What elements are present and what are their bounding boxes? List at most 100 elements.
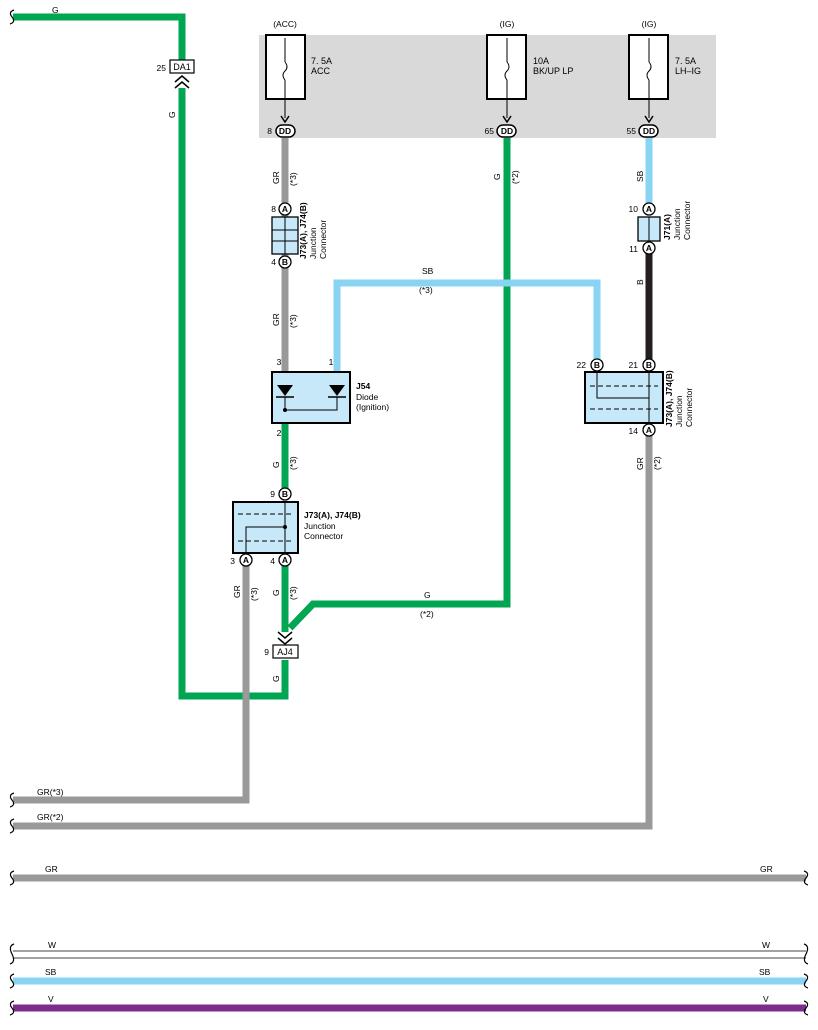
svg-text:W: W <box>762 940 770 950</box>
junction-mid-name: J73(A), J74(B) <box>304 510 361 520</box>
wire-labels: G G GR (*3) G (*2) SB B SB (*3) GR (*3) … <box>37 5 773 1004</box>
svg-text:GR(*3): GR(*3) <box>37 787 64 797</box>
svg-text:B: B <box>282 489 288 499</box>
svg-text:(*3): (*3) <box>288 172 298 186</box>
connector-da1-pin: 25 <box>157 63 167 73</box>
wire-g-da1-down <box>178 88 289 700</box>
svg-text:G: G <box>271 589 281 596</box>
fuse-lhig-name: LH–IG <box>675 66 701 76</box>
svg-text:Connector: Connector <box>684 388 694 427</box>
svg-text:Junction: Junction <box>674 395 684 427</box>
fuse-bkup-connector: DD <box>501 126 513 136</box>
svg-text:GR: GR <box>635 457 645 470</box>
fuse-bkup: (IG) 10A BK/UP LP 65 DD <box>485 19 573 138</box>
diode-j54-name: J54 <box>356 381 370 391</box>
svg-text:G: G <box>167 111 177 118</box>
svg-text:9: 9 <box>270 489 275 499</box>
svg-text:B: B <box>594 360 600 370</box>
svg-text:(*3): (*3) <box>288 456 298 470</box>
fuse-bkup-name: BK/UP LP <box>533 66 573 76</box>
svg-text:G: G <box>271 461 281 468</box>
svg-text:G: G <box>52 5 59 15</box>
wire-gr-right <box>13 436 653 830</box>
svg-text:GR(*2): GR(*2) <box>37 812 64 822</box>
svg-text:A: A <box>646 243 652 253</box>
fuse-acc-pin: 8 <box>267 126 272 136</box>
svg-text:11: 11 <box>629 244 638 254</box>
wire-break-marks <box>9 9 809 1016</box>
svg-text:Connector: Connector <box>304 531 343 541</box>
svg-text:W: W <box>48 940 56 950</box>
svg-text:B: B <box>282 257 288 267</box>
svg-text:B: B <box>646 360 652 370</box>
svg-text:(*2): (*2) <box>510 170 520 184</box>
svg-text:A: A <box>646 204 652 214</box>
connector-da1-id: DA1 <box>173 62 191 72</box>
svg-text:G: G <box>271 675 281 682</box>
svg-text:GR: GR <box>760 864 773 874</box>
fuse-lhig-pin: 55 <box>627 126 637 136</box>
wire-gr-mid <box>13 566 250 804</box>
junction-connector-right: 22 B 21 B 14 A J73(A), J74(B) Junction C… <box>577 358 694 437</box>
svg-text:(Ignition): (Ignition) <box>356 402 389 412</box>
svg-text:A: A <box>282 555 288 565</box>
fuse-bkup-pin: 65 <box>485 126 495 136</box>
svg-text:Junction: Junction <box>308 227 318 259</box>
svg-text:GR: GR <box>45 864 58 874</box>
fuse-lhig: (IG) 7. 5A LH–IG 55 DD <box>627 19 701 138</box>
svg-text:Diode: Diode <box>356 392 378 402</box>
fuse-bkup-supply: (IG) <box>500 19 515 29</box>
wire-sb-loop <box>333 279 601 372</box>
svg-text:2: 2 <box>277 428 282 438</box>
svg-text:14: 14 <box>629 426 639 436</box>
fuse-bkup-rating: 10A <box>533 56 549 66</box>
fuse-acc-connector: DD <box>279 126 291 136</box>
svg-text:SB: SB <box>635 170 645 182</box>
svg-text:SB: SB <box>45 967 57 977</box>
fuse-acc-name: ACC <box>311 66 331 76</box>
svg-text:1: 1 <box>329 357 334 367</box>
svg-text:(*3): (*3) <box>419 285 433 295</box>
svg-text:Junction: Junction <box>304 521 336 531</box>
svg-text:G: G <box>424 590 431 600</box>
svg-text:G: G <box>492 173 502 180</box>
svg-text:A: A <box>646 425 652 435</box>
svg-text:A: A <box>282 204 288 214</box>
fuse-acc-supply: (ACC) <box>273 19 297 29</box>
svg-text:3: 3 <box>230 556 235 566</box>
connector-aj4-pin: 9 <box>264 647 269 657</box>
svg-text:SB: SB <box>759 967 771 977</box>
junction-connector-mid: 9 B J73(A), J74(B) Junction Connector 3 … <box>230 487 361 567</box>
fuse-acc: (ACC) 7. 5A ACC 8 DD <box>265 19 332 138</box>
svg-text:22: 22 <box>577 360 587 370</box>
svg-text:21: 21 <box>629 360 639 370</box>
svg-text:4: 4 <box>271 257 276 267</box>
svg-text:GR: GR <box>271 171 281 184</box>
bus-w <box>13 950 806 959</box>
junction-top-name: J73(A), J74(B) <box>298 202 308 259</box>
svg-text:(*3): (*3) <box>288 314 298 328</box>
svg-text:A: A <box>243 555 249 565</box>
svg-text:3: 3 <box>277 357 282 367</box>
connector-aj4-id: AJ4 <box>277 647 293 657</box>
diode-j54: 3 1 J54 Diode (Ignition) 2 <box>271 357 389 438</box>
junction-j71-name: J71(A) <box>662 214 672 240</box>
svg-text:(*3): (*3) <box>249 587 259 601</box>
svg-text:V: V <box>763 994 769 1004</box>
svg-text:(*2): (*2) <box>652 456 662 470</box>
svg-text:10: 10 <box>629 204 639 214</box>
fuse-lhig-connector: DD <box>643 126 655 136</box>
svg-text:SB: SB <box>422 266 434 276</box>
svg-text:GR: GR <box>232 585 242 598</box>
svg-text:B: B <box>635 279 645 285</box>
fuse-acc-rating: 7. 5A <box>311 56 332 66</box>
svg-text:Junction: Junction <box>672 208 682 240</box>
wire-g-bkup <box>287 138 511 631</box>
junction-right-name: J73(A), J74(B) <box>664 370 674 427</box>
junction-connector-top: 8 A 4 B J73(A), J74(B) Junction Connecto… <box>271 202 328 269</box>
fuse-lhig-supply: (IG) <box>642 19 657 29</box>
svg-text:GR: GR <box>271 313 281 326</box>
junction-connector-j71: 10 A 11 A J71(A) Junction Connector <box>629 201 692 255</box>
wire-g-top-left <box>13 13 186 60</box>
